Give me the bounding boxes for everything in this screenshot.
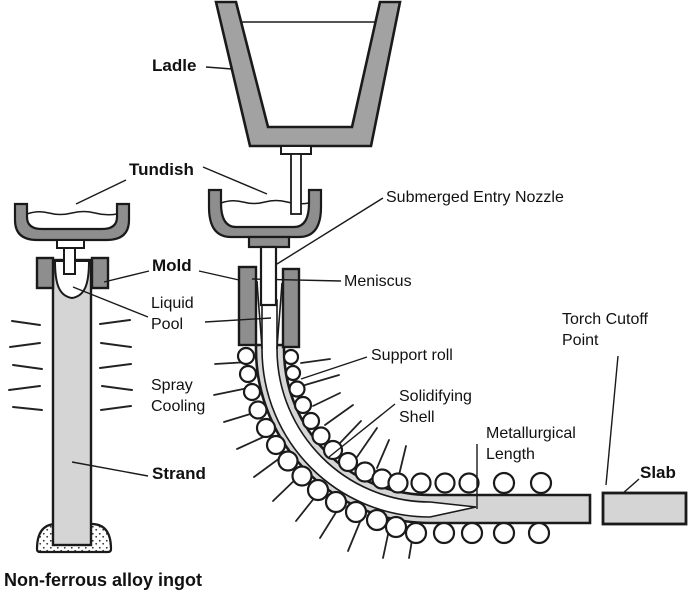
ladle-vessel <box>214 0 402 215</box>
meniscus-label: Meniscus <box>344 273 412 290</box>
support-roll-label: Support roll <box>371 347 453 364</box>
slab-label: Slab <box>640 463 676 482</box>
ladle-label: Ladle <box>152 56 197 75</box>
tundish-left-bowl <box>13 202 131 242</box>
slab-leader <box>621 478 640 495</box>
tundish-leader-center <box>202 166 268 195</box>
solidifying-shell-label: Solidifying Shell <box>399 388 472 427</box>
tundish-left-nozzle <box>63 247 76 275</box>
strand-leader <box>71 461 149 477</box>
tundish-label: Tundish <box>129 160 194 179</box>
torch-cutoff-point-label: Torch Cutoff Point <box>562 311 648 350</box>
spray-cooling-lines-left-strand <box>8 319 133 411</box>
strand-column <box>51 258 93 547</box>
submerged-entry-nozzle-tube <box>259 245 278 307</box>
liquid-pool-leader-center <box>204 317 272 323</box>
strand-label: Strand <box>152 464 206 483</box>
tundish-center <box>207 188 323 249</box>
submerged-entry-nozzle-label: Submerged Entry Nozzle <box>386 189 564 206</box>
liquid-pool-leader-left <box>72 286 149 318</box>
ladle-leader <box>205 66 233 70</box>
mold-right-block <box>90 256 110 290</box>
mold-leader-left <box>103 270 150 283</box>
mold-center <box>237 265 301 349</box>
spray-cooling-label: Spray Cooling <box>151 377 206 416</box>
figure-caption: Non-ferrous alloy ingot <box>4 570 202 590</box>
tundish-leader-left <box>75 179 127 205</box>
support-roll-leader <box>300 356 368 380</box>
metallurgical-length-label: Metallurgical Length <box>486 425 576 464</box>
ingot-caster <box>13 202 131 554</box>
ladle-shroud-tube <box>290 153 302 215</box>
sen-leader <box>276 197 384 265</box>
support-rolls <box>236 346 553 545</box>
mold-left-block <box>35 256 55 290</box>
liquid-pool-label: Liquid Pool <box>151 295 194 334</box>
leader-lines <box>71 66 640 509</box>
mold-label: Mold <box>152 256 192 275</box>
torch-cutoff-leader <box>605 355 619 486</box>
slab-shape <box>601 491 688 526</box>
mold-leader-center <box>198 270 240 281</box>
solidifying-shell-leader <box>328 403 396 458</box>
